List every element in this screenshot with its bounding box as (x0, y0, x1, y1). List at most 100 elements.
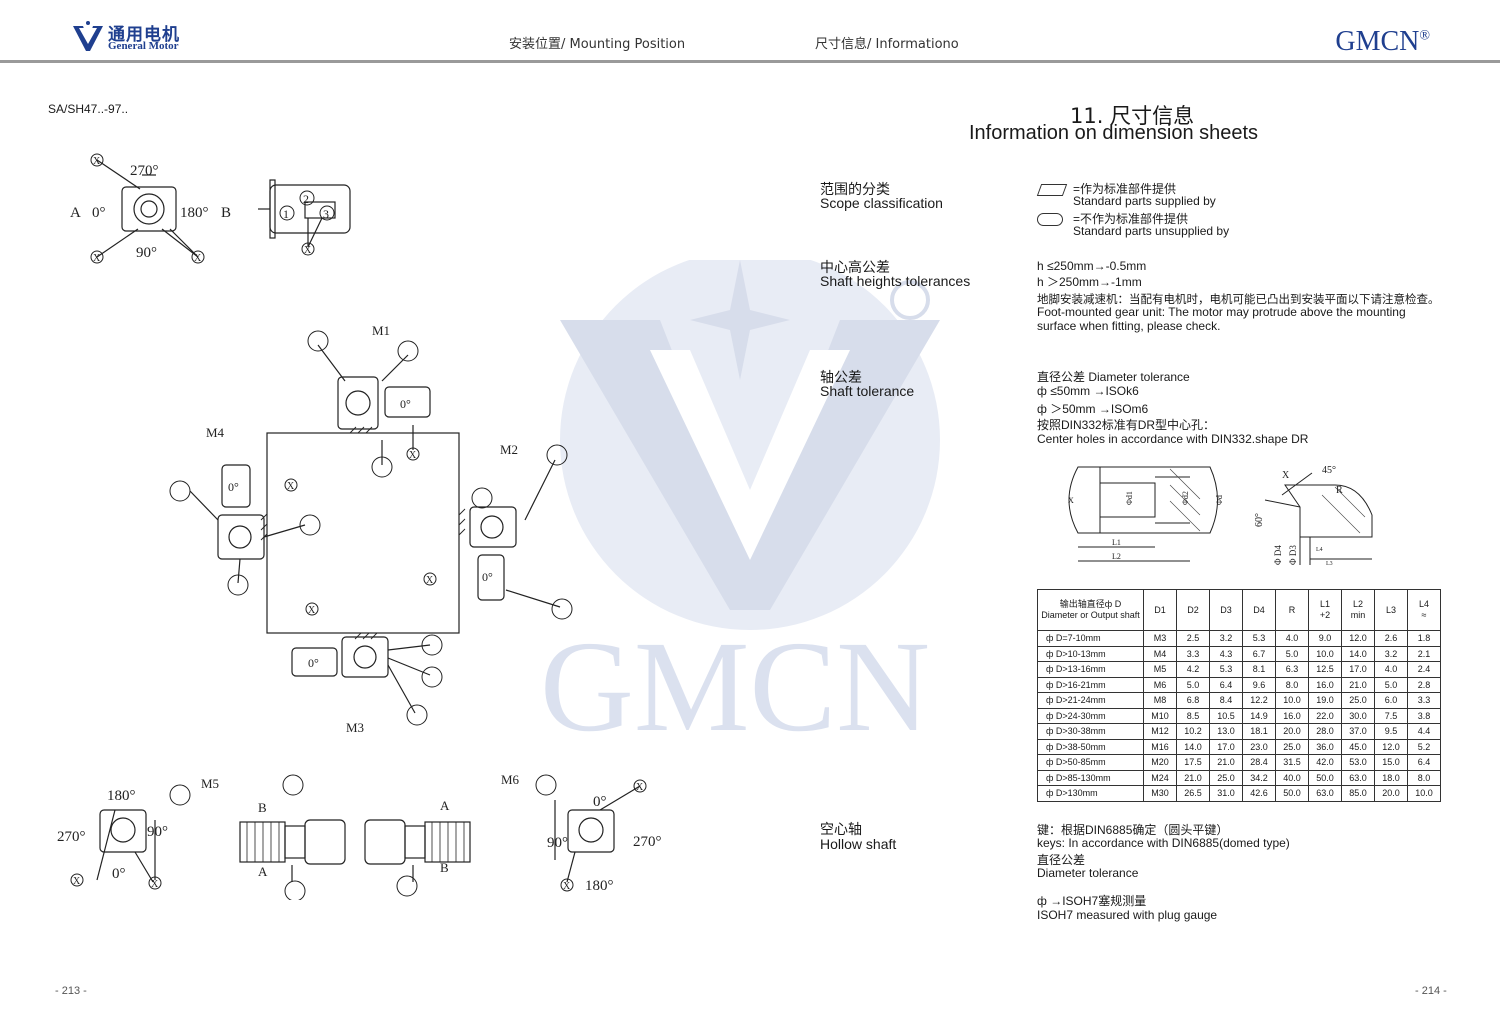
watermark-text: GMCN (540, 615, 930, 759)
angle-label-0: 0° (308, 656, 319, 670)
table-cell: 5.2 (1406, 738, 1442, 755)
page-number-right: - 214 - (1415, 985, 1447, 997)
drawing-label-45-degrees: 45° (1322, 465, 1336, 476)
angle-label-0: 0° (482, 570, 493, 584)
standard-parts-symbol-icon (1036, 184, 1068, 196)
table-cell: 16.0 (1274, 707, 1309, 724)
table-cell: 17.0 (1208, 738, 1243, 755)
table-cell: 5.0 (1274, 645, 1309, 662)
table-cell: 8.0 (1274, 676, 1309, 693)
foot-mounted-note-cn: 地脚安装减速机：当配有电机时，电机可能已凸出到安装平面以下请注意检查。 (1037, 294, 1440, 306)
x-marker: X (409, 450, 417, 461)
table-cell: 28.0 (1307, 723, 1342, 740)
table-cell: ф D>10-13mm (1037, 645, 1144, 662)
table-cell: 12.2 (1241, 692, 1276, 709)
table-cell: 12.0 (1373, 738, 1408, 755)
diameter-tolerance-k6: ф ≤50mm →ISOk6 (1037, 384, 1139, 398)
x-marker: X (426, 575, 434, 586)
table-cell: 6.7 (1241, 645, 1276, 662)
table-cell: 8.0 (1406, 769, 1442, 786)
registered-mark: ® (1419, 28, 1430, 44)
table-cell: 34.2 (1241, 769, 1276, 786)
table-cell: 2.4 (1406, 661, 1442, 678)
angle-label-0: 0° (593, 794, 607, 810)
angle-label-270: 270° (57, 829, 86, 845)
column-header-r: R (1274, 589, 1309, 631)
side-label-b: B (258, 800, 267, 815)
table-cell: 4.0 (1274, 630, 1309, 647)
table-cell: 10.5 (1208, 707, 1243, 724)
table-cell: 10.2 (1175, 723, 1210, 740)
table-cell: 6.3 (1274, 661, 1309, 678)
angle-label-0: 0° (400, 397, 411, 411)
table-cell: 19.0 (1307, 692, 1342, 709)
table-cell: 6.4 (1208, 676, 1243, 693)
center-holes-cn: 按照DIN332标准有DR型中心孔： (1037, 418, 1216, 432)
table-cell: M3 (1143, 630, 1177, 647)
table-cell: 42.0 (1307, 754, 1342, 771)
column-header-text: L2 (1352, 599, 1363, 609)
x-marker: X (194, 253, 202, 264)
table-cell: 17.5 (1175, 754, 1210, 771)
table-cell: ф D>130mm (1037, 785, 1144, 802)
table-cell: 63.0 (1340, 769, 1375, 786)
side-label-b: B (440, 860, 449, 875)
table-cell: 23.0 (1241, 738, 1276, 755)
table-cell: 25.0 (1208, 769, 1243, 786)
center-hole-drawing: X Φd1 Φd2 Φd L1 L2 X 45° R 60° Φ D4 Φ D3… (1068, 465, 1373, 567)
nonstandard-parts-en: Standard parts unsupplied by (1073, 224, 1230, 238)
table-cell: ф D>30-38mm (1037, 723, 1144, 740)
table-cell: M4 (1143, 645, 1177, 662)
table-cell: M10 (1143, 707, 1177, 724)
series-label: SA/SH47..-97.. (48, 102, 129, 116)
mounting-positions-m1-m4-diagram: M1 M2 M3 M4 0° 0° 0° 0° X X X X (169, 323, 573, 735)
table-cell: 9.5 (1373, 723, 1408, 740)
column-header-text: 输出轴直径ф D (1059, 599, 1122, 609)
table-cell: 31.0 (1208, 785, 1243, 802)
foot-mounted-note-en-1: Foot-mounted gear unit: The motor may pr… (1037, 305, 1406, 319)
column-header-l4: L4≈ (1406, 589, 1442, 631)
table-cell: 12.0 (1340, 630, 1375, 647)
table-cell: 20.0 (1274, 723, 1309, 740)
table-cell: ф D>85-130mm (1037, 769, 1144, 786)
x-marker: X (151, 879, 159, 890)
table-cell: 14.9 (1241, 707, 1276, 724)
table-cell: 5.0 (1373, 676, 1408, 693)
table-cell: 31.5 (1274, 754, 1309, 771)
table-cell: 6.4 (1406, 754, 1442, 771)
column-header-text: min (1350, 610, 1366, 620)
table-cell: 9.0 (1307, 630, 1342, 647)
table-cell: ф D>13-16mm (1037, 661, 1144, 678)
nonstandard-parts-cn: =不作为标准部件提供 (1073, 212, 1189, 226)
table-cell: 7.5 (1373, 707, 1408, 724)
column-header-text: Diameter or Output shaft (1041, 610, 1140, 620)
table-cell: 6.8 (1175, 692, 1210, 709)
drawing-label-l1: L1 (1112, 538, 1121, 547)
header-tab-mounting-position: 安装位置/ Mounting Position (509, 37, 686, 52)
scope-label-en: Scope classification (820, 195, 943, 211)
drawing-label-d4: Φ D4 (1273, 545, 1283, 565)
table-cell: 21.0 (1340, 676, 1375, 693)
angle-label-90: 90° (547, 835, 568, 851)
brand-text: GMCN (1335, 26, 1420, 57)
center-holes-en: Center holes in accordance with DIN332.s… (1037, 432, 1309, 446)
table-cell: M30 (1143, 785, 1177, 802)
side-label-b: B (221, 205, 231, 221)
table-cell: 63.0 (1307, 785, 1342, 802)
mounting-surface (266, 432, 460, 634)
table-cell: 4.0 (1373, 661, 1408, 678)
table-cell: 4.3 (1208, 645, 1243, 662)
position-label-m1: M1 (372, 323, 390, 338)
plug-gauge-en: ISOH7 measured with plug gauge (1037, 908, 1218, 922)
table-cell: 16.0 (1307, 676, 1342, 693)
page-header: 通用电机 General Motor 安装位置/ Mounting Positi… (0, 0, 1500, 64)
foot-mounted-note-en-2: surface when fitting, please check. (1037, 319, 1221, 333)
